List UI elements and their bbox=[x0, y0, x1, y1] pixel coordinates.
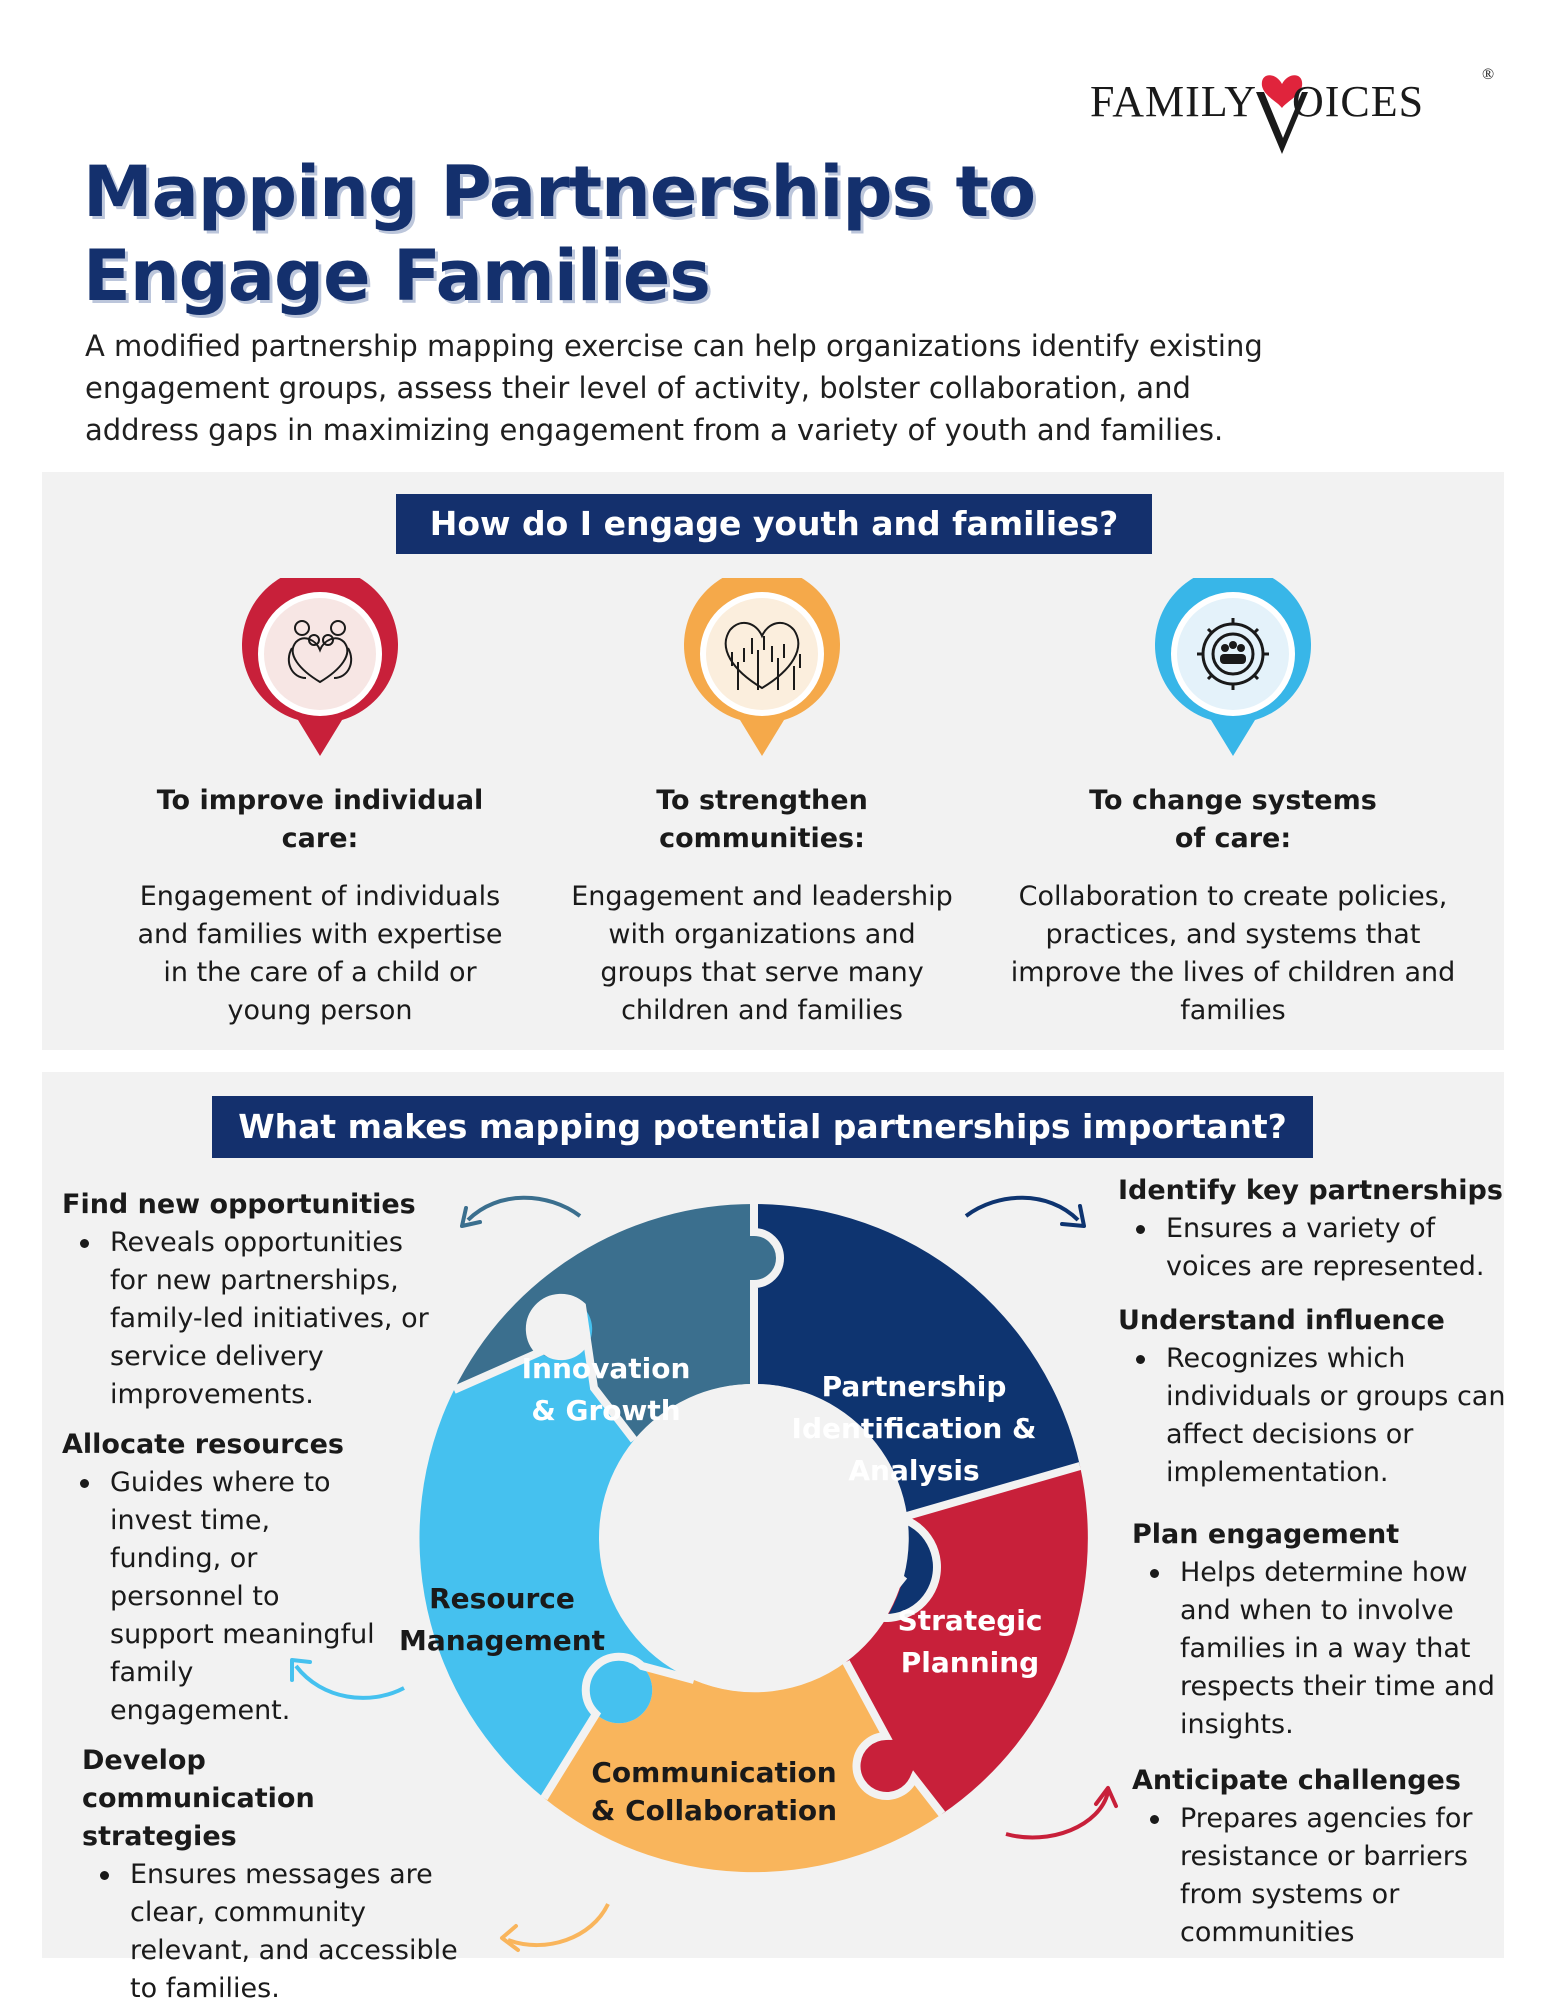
logo-word-voices: OICES bbox=[1292, 77, 1425, 126]
resource-label-1: Resource bbox=[429, 1582, 575, 1615]
intro-paragraph: A modified partnership mapping exercise … bbox=[85, 329, 1263, 447]
individual-care-text: Engagement of individuals and families w… bbox=[137, 881, 503, 1026]
strategic-label-2: Planning bbox=[901, 1646, 1039, 1679]
allocate-resources-block: Allocate resources Guides where to inves… bbox=[62, 1426, 392, 1730]
understand-influence-heading: Understand influence bbox=[1118, 1305, 1445, 1336]
registered-mark: ® bbox=[1482, 66, 1495, 83]
identify-partnerships-heading: Identify key partnerships bbox=[1118, 1175, 1503, 1206]
arrow-icon-innovation bbox=[460, 1195, 582, 1228]
family-voices-logo: FAMILY OICES ® bbox=[1090, 58, 1510, 168]
innovation-label-2: & Growth bbox=[531, 1394, 680, 1427]
raised-hands-icon bbox=[684, 578, 840, 756]
communication-label-1: Communication bbox=[591, 1756, 836, 1789]
gear-people-icon bbox=[1155, 578, 1311, 756]
plan-engagement-heading: Plan engagement bbox=[1132, 1519, 1400, 1550]
anticipate-challenges-bullet: Prepares agencies for resistance or barr… bbox=[1150, 1800, 1480, 1952]
section1-banner: How do I engage youth and families? bbox=[396, 494, 1152, 554]
partnership-label-3: Analysis bbox=[848, 1454, 979, 1487]
anticipate-challenges-block: Anticipate challenges Prepares agencies … bbox=[1132, 1762, 1512, 1952]
anticipate-challenges-heading: Anticipate challenges bbox=[1132, 1765, 1461, 1796]
strategic-piece bbox=[846, 1466, 1088, 1814]
puzzle-ring-diagram: Innovation & Growth Partnership Identifi… bbox=[399, 1203, 1088, 1873]
logo-word-family: FAMILY bbox=[1090, 77, 1258, 126]
arrow-icon-communication bbox=[500, 1903, 610, 1952]
find-opportunities-heading: Find new opportunities bbox=[62, 1189, 416, 1220]
plan-engagement-bullet: Helps determine how and when to involve … bbox=[1150, 1554, 1500, 1744]
title-line-2: Engage Families bbox=[83, 235, 711, 317]
innovation-label-1: Innovation bbox=[522, 1352, 691, 1385]
plan-engagement-block: Plan engagement Helps determine how and … bbox=[1132, 1516, 1512, 1744]
find-opportunities-bullet: Reveals opportunities for new partnershi… bbox=[80, 1224, 430, 1414]
partnership-label-1: Partnership bbox=[822, 1370, 1007, 1403]
arrow-icon-resource bbox=[290, 1658, 405, 1700]
understand-influence-block: Understand influence Recognizes which in… bbox=[1118, 1302, 1518, 1492]
communication-strategies-bullet: Ensures messages are clear, community re… bbox=[100, 1856, 480, 2008]
communication-strategies-block: Develop communication strategies Ensures… bbox=[82, 1742, 458, 2008]
communication-label-2: & Collaboration bbox=[591, 1794, 837, 1827]
section2-banner: What makes mapping potential partnership… bbox=[212, 1096, 1313, 1158]
puzzle-center bbox=[600, 1384, 908, 1692]
title-line-1: Mapping Partnerships to bbox=[83, 151, 1036, 233]
communication-piece bbox=[544, 1662, 942, 1873]
arrow-icon-partnership bbox=[964, 1195, 1086, 1228]
partnership-piece bbox=[754, 1204, 1080, 1618]
arrow-icon-strategic bbox=[1005, 1786, 1118, 1840]
strategic-label-1: Strategic bbox=[898, 1604, 1043, 1637]
communication-strategies-heading: Develop communication strategies bbox=[82, 1745, 315, 1852]
page-title: Mapping Partnerships to Engage Families bbox=[83, 150, 1183, 318]
family-heart-icon bbox=[242, 578, 398, 756]
engagement-levels-panel bbox=[42, 472, 1504, 1050]
allocate-resources-heading: Allocate resources bbox=[62, 1429, 344, 1460]
allocate-resources-bullet: Guides where to invest time, funding, or… bbox=[80, 1464, 380, 1730]
heart-v-logo-icon bbox=[1256, 75, 1308, 154]
partnership-label-2: Identification & bbox=[792, 1412, 1037, 1445]
resource-label-2: Management bbox=[399, 1624, 605, 1657]
understand-influence-bullet: Recognizes which individuals or groups c… bbox=[1136, 1340, 1506, 1492]
identify-partnerships-block: Identify key partnerships Ensures a vari… bbox=[1118, 1172, 1518, 1286]
systems-text: Collaboration to create policies, practi… bbox=[1010, 881, 1456, 1026]
find-opportunities-block: Find new opportunities Reveals opportuni… bbox=[62, 1186, 442, 1414]
identify-partnerships-bullet: Ensures a variety of voices are represen… bbox=[1136, 1210, 1496, 1286]
communities-text: Engagement and leadership with organizat… bbox=[571, 881, 953, 1026]
